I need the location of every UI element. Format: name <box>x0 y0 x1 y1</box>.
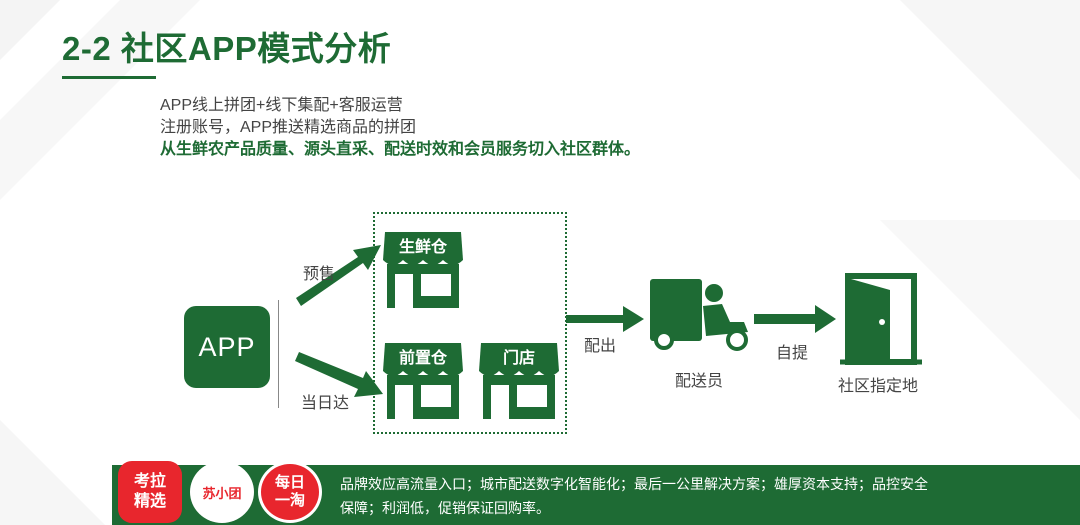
kaola-logo: 考拉精选 <box>118 461 182 523</box>
app-divider <box>278 300 279 408</box>
storefront-icon <box>383 343 463 419</box>
door-icon <box>840 273 922 365</box>
description-line-2: 注册账号，APP推送精选商品的拼团 <box>160 119 417 136</box>
suxiao-logo: 苏小团 <box>190 461 254 523</box>
store-front-warehouse: 前置仓 <box>381 337 465 421</box>
meiri-logo: 每日一淘 <box>258 461 322 523</box>
page-title: 2-2 社区APP模式分析 <box>62 30 392 67</box>
store-name: 前置仓 <box>398 350 447 367</box>
description-line-1: APP线上拼团+线下集配+客服运营 <box>160 97 403 114</box>
store-name: 门店 <box>502 350 535 367</box>
store-name: 生鲜仓 <box>398 239 447 256</box>
footer-text: 品牌效应高流量入口；城市配送数字化智能化；最后一公里解决方案；雄厚资本支持；品控… <box>340 476 928 516</box>
suxiao-logo-text: 苏小团 <box>202 485 242 501</box>
app-icon-label: APP <box>198 331 256 362</box>
store-shop: 门店 <box>477 337 561 421</box>
pickup-site-label: 社区指定地 <box>838 378 919 395</box>
title-underline <box>62 76 156 79</box>
kaola-logo-text: 考拉精选 <box>133 473 166 510</box>
self-pickup-label: 自提 <box>776 345 809 362</box>
app-icon: APP <box>184 306 270 388</box>
arrow-out <box>566 306 644 332</box>
arrow-self-pickup <box>754 305 836 333</box>
storefront-icon <box>479 343 559 419</box>
description-line-3: 从生鲜农产品质量、源头直采、配送时效和会员服务切入社区群体。 <box>160 141 641 158</box>
same-day-label: 当日达 <box>301 395 350 412</box>
warehouse-group <box>373 212 567 434</box>
courier-label: 配送员 <box>675 373 724 390</box>
delivery-courier-icon <box>650 279 748 351</box>
store-fresh-warehouse: 生鲜仓 <box>381 226 465 310</box>
arrow-presale <box>296 245 381 306</box>
storefront-icon <box>383 232 463 308</box>
meiri-logo-text: 每日一淘 <box>274 474 305 509</box>
presale-label: 预售 <box>303 266 336 283</box>
arrow-sameday <box>295 352 383 397</box>
dispatch-label: 配出 <box>584 338 617 355</box>
